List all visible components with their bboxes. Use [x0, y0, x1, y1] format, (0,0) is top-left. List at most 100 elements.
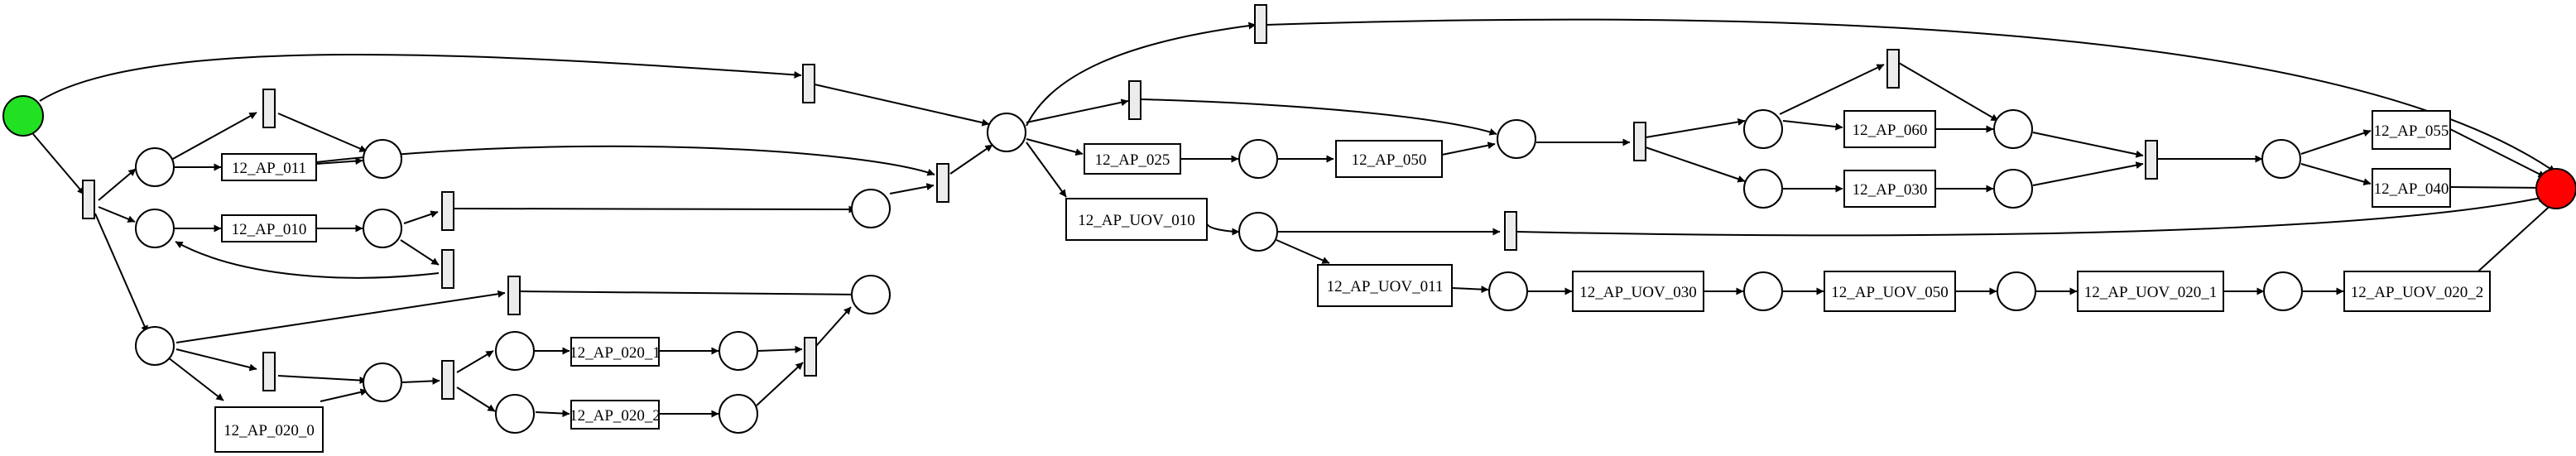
- place: [1497, 119, 1536, 159]
- arc: [320, 388, 368, 402]
- arc: [519, 290, 861, 299]
- place: [2263, 271, 2303, 311]
- arc: [757, 345, 803, 353]
- arc: [98, 168, 137, 201]
- transition-12-ap-060: 12_AP_060: [1843, 110, 1936, 148]
- transition-label: 12_AP_UOV_020_1: [2084, 284, 2217, 301]
- transitions: 12_AP_011 12_AP_010 12_AP_020_0 12_AP_02…: [214, 110, 2491, 453]
- silent-transition: [441, 191, 454, 231]
- arc: [949, 144, 993, 175]
- arc: [167, 357, 224, 401]
- transition-label: 12_AP_UOV_010: [1078, 212, 1194, 229]
- arc: [175, 348, 257, 372]
- transition-label: 12_AP_050: [1352, 151, 1427, 169]
- transition-12-ap-010: 12_AP_010: [221, 214, 317, 242]
- arc: [756, 362, 804, 406]
- arc: [315, 145, 935, 176]
- arc: [1276, 239, 1330, 264]
- transition-label: 12_AP_030: [1853, 181, 1928, 199]
- arc: [2300, 129, 2372, 155]
- silent-transition: [936, 163, 949, 203]
- arc: [2470, 200, 2556, 279]
- arc: [2449, 184, 2545, 192]
- arc: [1206, 223, 1240, 236]
- arc: [1266, 18, 2556, 173]
- arc: [1441, 142, 1496, 156]
- place: [851, 275, 891, 314]
- arc: [1026, 22, 1257, 127]
- places: [2, 95, 2576, 434]
- arc: [1451, 286, 1489, 294]
- transition-label: 12_AP_025: [1095, 151, 1170, 169]
- silent-transition: [82, 180, 95, 219]
- start-place: [2, 95, 44, 137]
- transition-12-ap-055: 12_AP_055: [2372, 110, 2451, 150]
- transition-label: 12_AP_010: [232, 221, 307, 238]
- arc: [814, 84, 990, 127]
- place: [1488, 271, 1528, 311]
- transition-12-ap-011: 12_AP_011: [221, 153, 317, 181]
- arc: [277, 375, 368, 385]
- transition-12-ap-uov-011: 12_AP_UOV_011: [1317, 264, 1453, 307]
- transition-12-ap-uov-020-1: 12_AP_UOV_020_1: [2077, 271, 2224, 312]
- transition-label: 12_AP_060: [1853, 122, 1928, 139]
- place: [1993, 169, 2033, 209]
- transition-label: 12_AP_055: [2374, 122, 2449, 140]
- place: [1743, 109, 1783, 149]
- silent-transition: [1504, 211, 1517, 251]
- arc: [400, 239, 440, 266]
- arc: [39, 53, 802, 102]
- silent-transition: [507, 276, 521, 315]
- arc: [315, 157, 363, 166]
- arc: [1026, 142, 1067, 198]
- transition-12-ap-uov-050: 12_AP_UOV_050: [1824, 271, 1956, 312]
- transition-label: 12_AP_011: [232, 160, 306, 177]
- place: [135, 326, 175, 366]
- place: [718, 331, 758, 371]
- transition-label: 12_AP_UOV_030: [1579, 284, 1696, 301]
- arc: [403, 210, 439, 224]
- arc: [1782, 120, 1843, 131]
- place: [987, 113, 1026, 152]
- arc: [1645, 118, 1746, 138]
- arc: [1645, 146, 1746, 183]
- transition-12-ap-uov-030: 12_AP_UOV_030: [1572, 271, 1704, 312]
- silent-transitions: [82, 4, 2158, 400]
- arc: [535, 410, 570, 418]
- silent-transition: [441, 360, 454, 400]
- end-place: [2535, 168, 2576, 209]
- arc: [456, 386, 496, 412]
- silent-transition: [802, 64, 815, 103]
- place: [1743, 169, 1783, 209]
- arc: [1898, 62, 1999, 122]
- arc: [1779, 64, 1885, 115]
- arc: [889, 183, 935, 194]
- silent-transition: [441, 249, 454, 289]
- arc: [277, 113, 368, 152]
- arc: [2032, 161, 2144, 186]
- arc: [171, 112, 257, 161]
- arc: [456, 350, 494, 373]
- arc: [2449, 128, 2546, 178]
- silent-transition: [262, 352, 276, 391]
- place: [363, 362, 402, 402]
- transition-label: 12_AP_020_0: [223, 422, 315, 439]
- place: [363, 139, 402, 179]
- transition-12-ap-025: 12_AP_025: [1084, 143, 1181, 175]
- arc: [2300, 163, 2372, 185]
- transition-12-ap-020-1: 12_AP_020_1: [570, 337, 661, 367]
- arc: [1516, 194, 2546, 237]
- transition-12-ap-050: 12_AP_050: [1335, 140, 1443, 178]
- silent-transition: [1633, 122, 1646, 161]
- silent-transition: [804, 337, 817, 377]
- transition-label: 12_AP_UOV_050: [1831, 284, 1948, 301]
- transition-label: 12_AP_UOV_011: [1327, 278, 1444, 295]
- arc: [175, 241, 440, 279]
- silent-transition: [2145, 140, 2158, 180]
- silent-transition: [1886, 49, 1900, 89]
- place: [1743, 271, 1783, 311]
- arc: [1140, 98, 1497, 136]
- place: [718, 394, 758, 434]
- transition-12-ap-uov-020-2: 12_AP_UOV_020_2: [2343, 271, 2491, 312]
